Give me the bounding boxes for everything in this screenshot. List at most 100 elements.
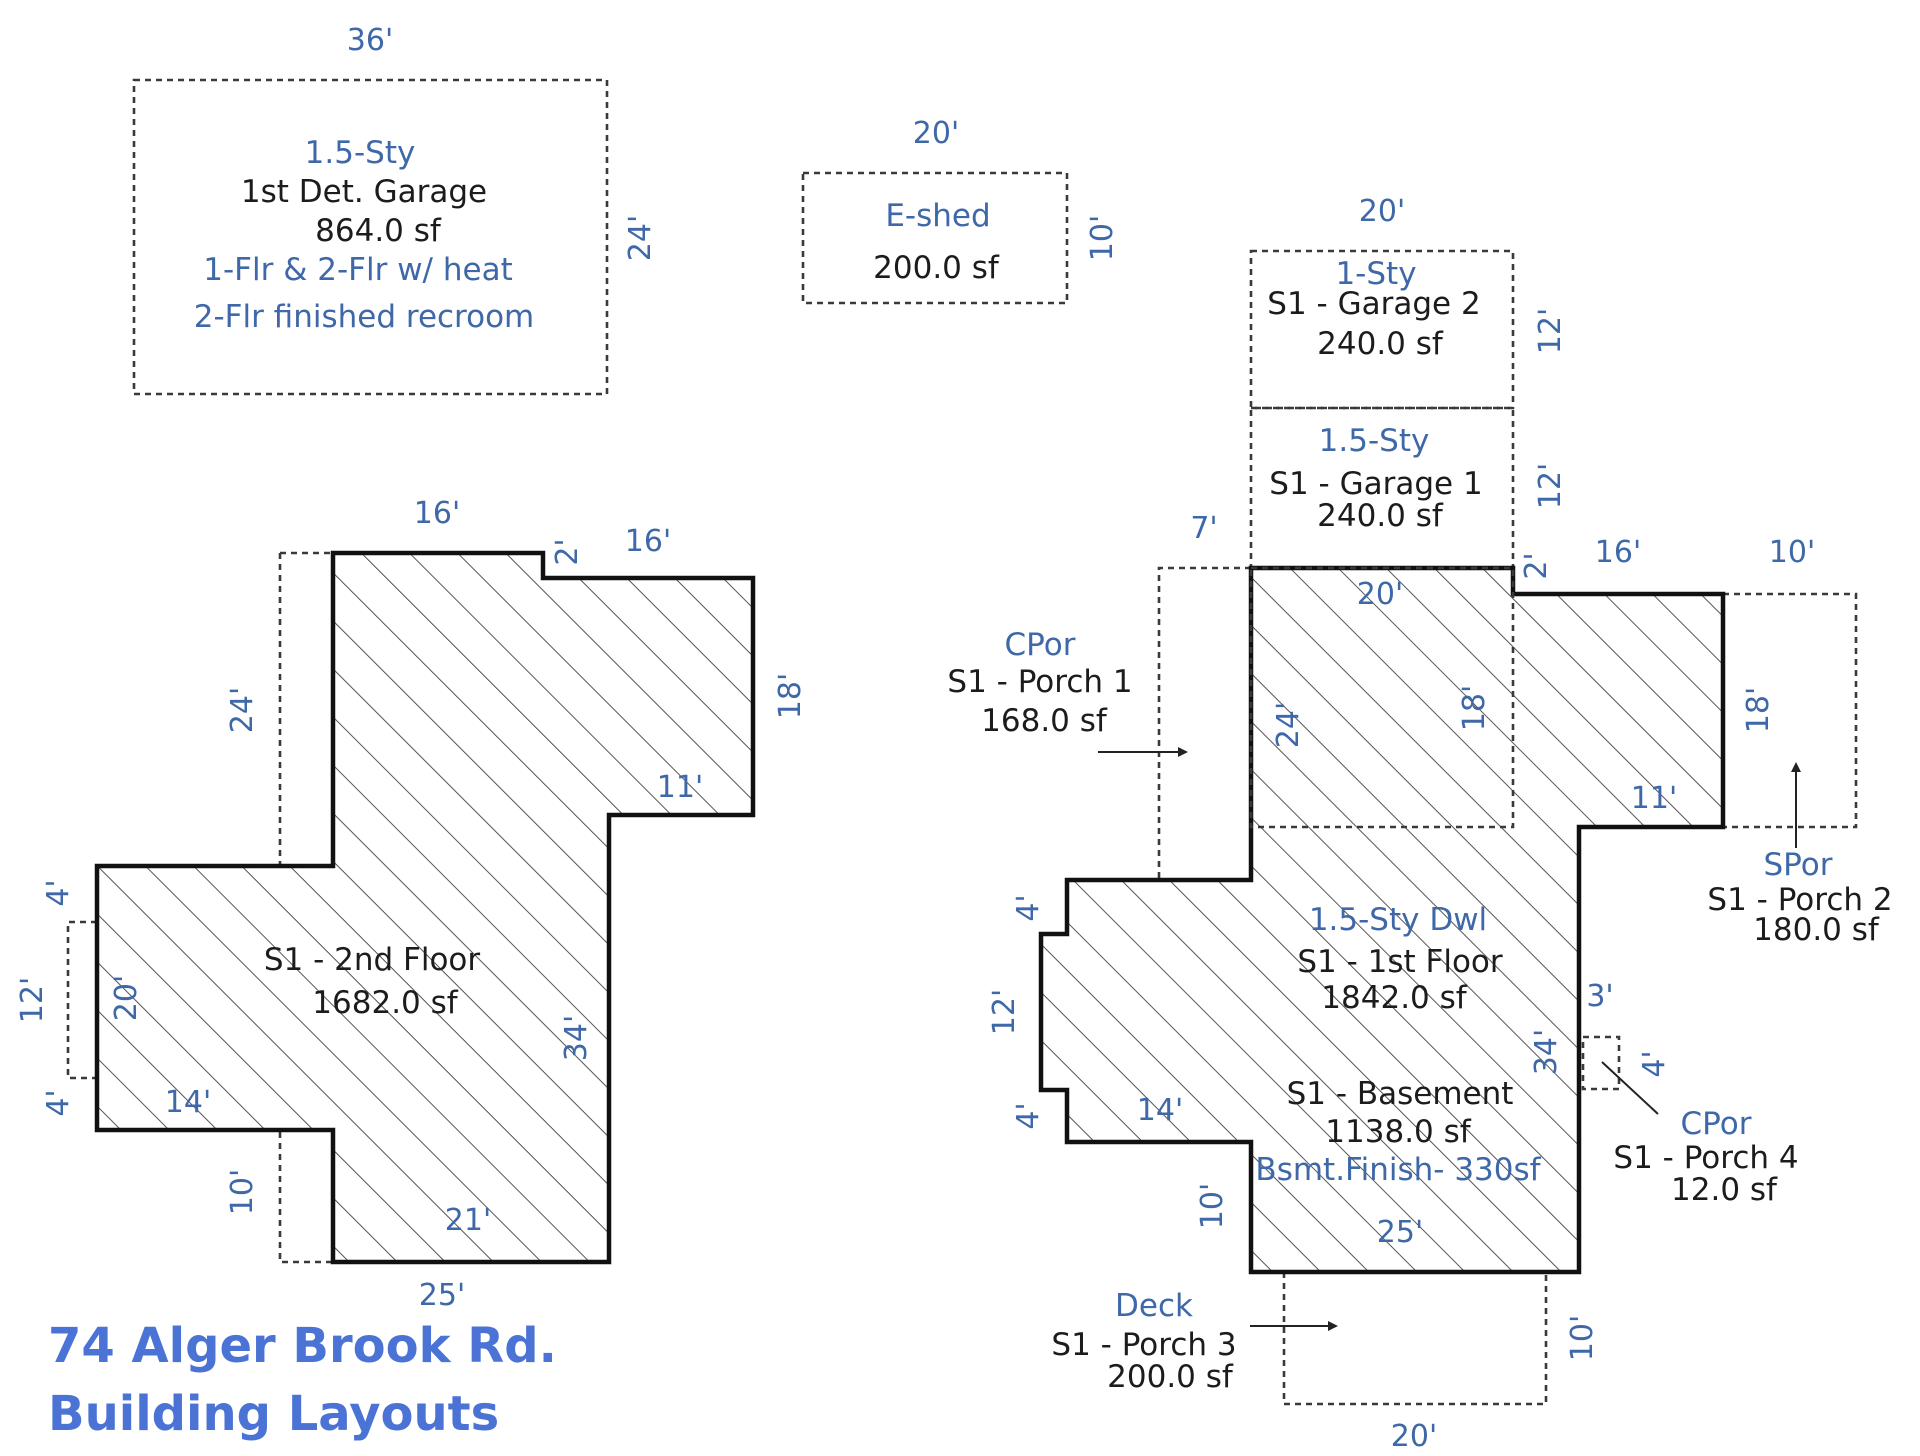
porch2-name: S1 - Porch 2 <box>1707 882 1892 918</box>
det-garage-type: 1.5-Sty <box>305 135 416 171</box>
porch3-area: 200.0 sf <box>1107 1359 1234 1395</box>
second-floor-dim-step: 2' <box>550 538 585 565</box>
det-garage-name: 1st Det. Garage <box>241 174 487 210</box>
second-floor-dim-bottom-inner: 21' <box>445 1203 491 1238</box>
second-floor-dim-bay: 12' <box>15 977 50 1023</box>
first-floor-dim-notch: 11' <box>1631 781 1677 816</box>
first-floor-dim-bay: 12' <box>987 989 1022 1035</box>
porch1-type: CPor <box>1005 627 1076 663</box>
second-floor-dim-right-lower: 34' <box>559 1015 594 1061</box>
garage1-depth-dim: 12' <box>1533 463 1568 509</box>
second-floor-dim-left-4b: 4' <box>41 1089 76 1116</box>
garage2-type: 1-Sty <box>1335 256 1416 292</box>
eshed-name: E-shed <box>885 198 990 234</box>
first-floor-name: S1 - 1st Floor <box>1297 944 1503 980</box>
first-floor-dim-porch4-depth: 4' <box>1637 1050 1672 1077</box>
porch1-outline <box>1157 566 1251 880</box>
first-floor-dim-right: 18' <box>1741 687 1776 733</box>
porch2: SPor S1 - Porch 2 180.0 sf <box>1707 592 1893 948</box>
second-floor-dim-bottom-left: 14' <box>165 1085 211 1120</box>
eshed-outline <box>801 171 1069 305</box>
second-floor-dashed-bay <box>66 920 97 1080</box>
garage1-area: 240.0 sf <box>1317 498 1444 534</box>
garage2-area: 240.0 sf <box>1317 326 1444 362</box>
first-floor-dim-step: 2' <box>1519 552 1554 579</box>
caption-subtitle: Building Layouts <box>48 1386 500 1442</box>
first-floor-dim-porch2-width: 10' <box>1769 535 1815 570</box>
det-garage-depth-dim: 24' <box>623 215 658 261</box>
det-garage-note2: 2-Flr finished recroom <box>194 299 535 335</box>
second-floor-dim-left-wall: 20' <box>109 975 144 1021</box>
det-garage-area: 864.0 sf <box>315 213 442 249</box>
first-floor-dim-left-lower: 10' <box>1195 1183 1230 1229</box>
porch4-type: CPor <box>1681 1106 1752 1142</box>
porch3-name: S1 - Porch 3 <box>1051 1327 1236 1363</box>
second-floor-name: S1 - 2nd Floor <box>264 942 481 978</box>
second-floor-dim-bottom: 25' <box>419 1278 465 1313</box>
second-floor-dashed-left-lower <box>278 1128 333 1264</box>
second-floor-dim-notch: 11' <box>657 770 703 805</box>
porch4-outline <box>1581 1035 1621 1091</box>
second-floor-dim-top-right: 16' <box>625 524 671 559</box>
porch2-outline <box>1723 592 1858 829</box>
garage2-name: S1 - Garage 2 <box>1267 286 1480 322</box>
porch3-outline <box>1282 1272 1548 1406</box>
det-garage-outline <box>132 78 609 396</box>
second-floor-dim-left-upper: 24' <box>225 687 260 733</box>
first-floor-dim-left-upper: 24' <box>1271 702 1306 748</box>
first-floor-dim-right-lower: 34' <box>1529 1029 1564 1075</box>
basement-area: 1138.0 sf <box>1325 1114 1471 1150</box>
first-floor-dim-garage-overlap: 18' <box>1457 685 1492 731</box>
first-floor-dim-porch1-width: 7' <box>1190 511 1217 546</box>
second-floor-dim-right: 18' <box>773 673 808 719</box>
eshed: E-shed 200.0 sf 20' 10' <box>801 116 1120 305</box>
garage2-depth-dim: 12' <box>1533 308 1568 354</box>
garage2-width-dim: 20' <box>1359 194 1405 229</box>
det-garage-width-dim: 36' <box>347 23 393 58</box>
first-floor-outline <box>1038 565 1726 1275</box>
porch2-area: 180.0 sf <box>1753 912 1880 948</box>
porch1: CPor S1 - Porch 1 168.0 sf <box>947 566 1251 880</box>
first-floor-dim-bottom: 25' <box>1377 1215 1423 1250</box>
porch3: Deck S1 - Porch 3 200.0 sf <box>1051 1272 1548 1406</box>
first-floor-dim-top: 20' <box>1357 577 1403 612</box>
second-floor-outline <box>94 550 756 1265</box>
second-floor-dim-top: 16' <box>414 496 460 531</box>
first-floor-dim-bottom-left: 14' <box>1137 1093 1183 1128</box>
garage1: 1.5-Sty S1 - Garage 1 240.0 sf 12' <box>1249 406 1568 570</box>
porch2-arrowhead <box>1791 762 1801 772</box>
porch1-name: S1 - Porch 1 <box>947 664 1132 700</box>
porch4: CPor S1 - Porch 4 12.0 sf <box>1601 1061 1799 1208</box>
garage2-outline <box>1249 249 1515 410</box>
det-garage: 1.5-Sty 1st Det. Garage 864.0 sf 1-Flr &… <box>132 23 658 396</box>
second-floor-dim-left-4a: 4' <box>41 879 76 906</box>
first-floor-type: 1.5-Sty Dwl <box>1309 902 1487 938</box>
first-floor-dim-porch4-width: 3' <box>1586 979 1613 1014</box>
second-floor-dim-left-lower: 10' <box>225 1169 260 1215</box>
first-floor: 1.5-Sty Dwl S1 - 1st Floor 1842.0 sf S1 … <box>987 511 1815 1454</box>
porch2-type: SPor <box>1764 847 1833 883</box>
garage2: 1-Sty S1 - Garage 2 240.0 sf 20' 12' <box>1249 194 1568 410</box>
porch1-arrowhead <box>1178 747 1188 757</box>
porch3-arrowhead <box>1328 1321 1338 1331</box>
eshed-width-dim: 20' <box>913 116 959 151</box>
first-floor-dim-left-4a: 4' <box>1011 894 1046 921</box>
porch3-depth-dim: 10' <box>1565 1315 1600 1361</box>
eshed-area: 200.0 sf <box>873 250 1000 286</box>
eshed-depth-dim: 10' <box>1085 215 1120 261</box>
second-floor-dashed-left-upper <box>278 551 333 868</box>
first-floor-area: 1842.0 sf <box>1321 980 1467 1016</box>
first-floor-dim-top-right: 16' <box>1595 535 1641 570</box>
porch4-name: S1 - Porch 4 <box>1613 1140 1798 1176</box>
porch1-area: 168.0 sf <box>981 703 1108 739</box>
det-garage-note1: 1-Flr & 2-Flr w/ heat <box>203 252 512 288</box>
basement-finish: Bsmt.Finish- 330sf <box>1255 1152 1541 1188</box>
caption-address: 74 Alger Brook Rd. <box>48 1318 557 1374</box>
porch4-area: 12.0 sf <box>1671 1172 1778 1208</box>
first-floor-dim-left-4b: 4' <box>1011 1102 1046 1129</box>
basement-name: S1 - Basement <box>1287 1076 1514 1112</box>
first-floor-garage-overlap <box>1249 566 1515 829</box>
second-floor-area: 1682.0 sf <box>312 985 458 1021</box>
porch3-width-dim: 20' <box>1391 1419 1437 1454</box>
